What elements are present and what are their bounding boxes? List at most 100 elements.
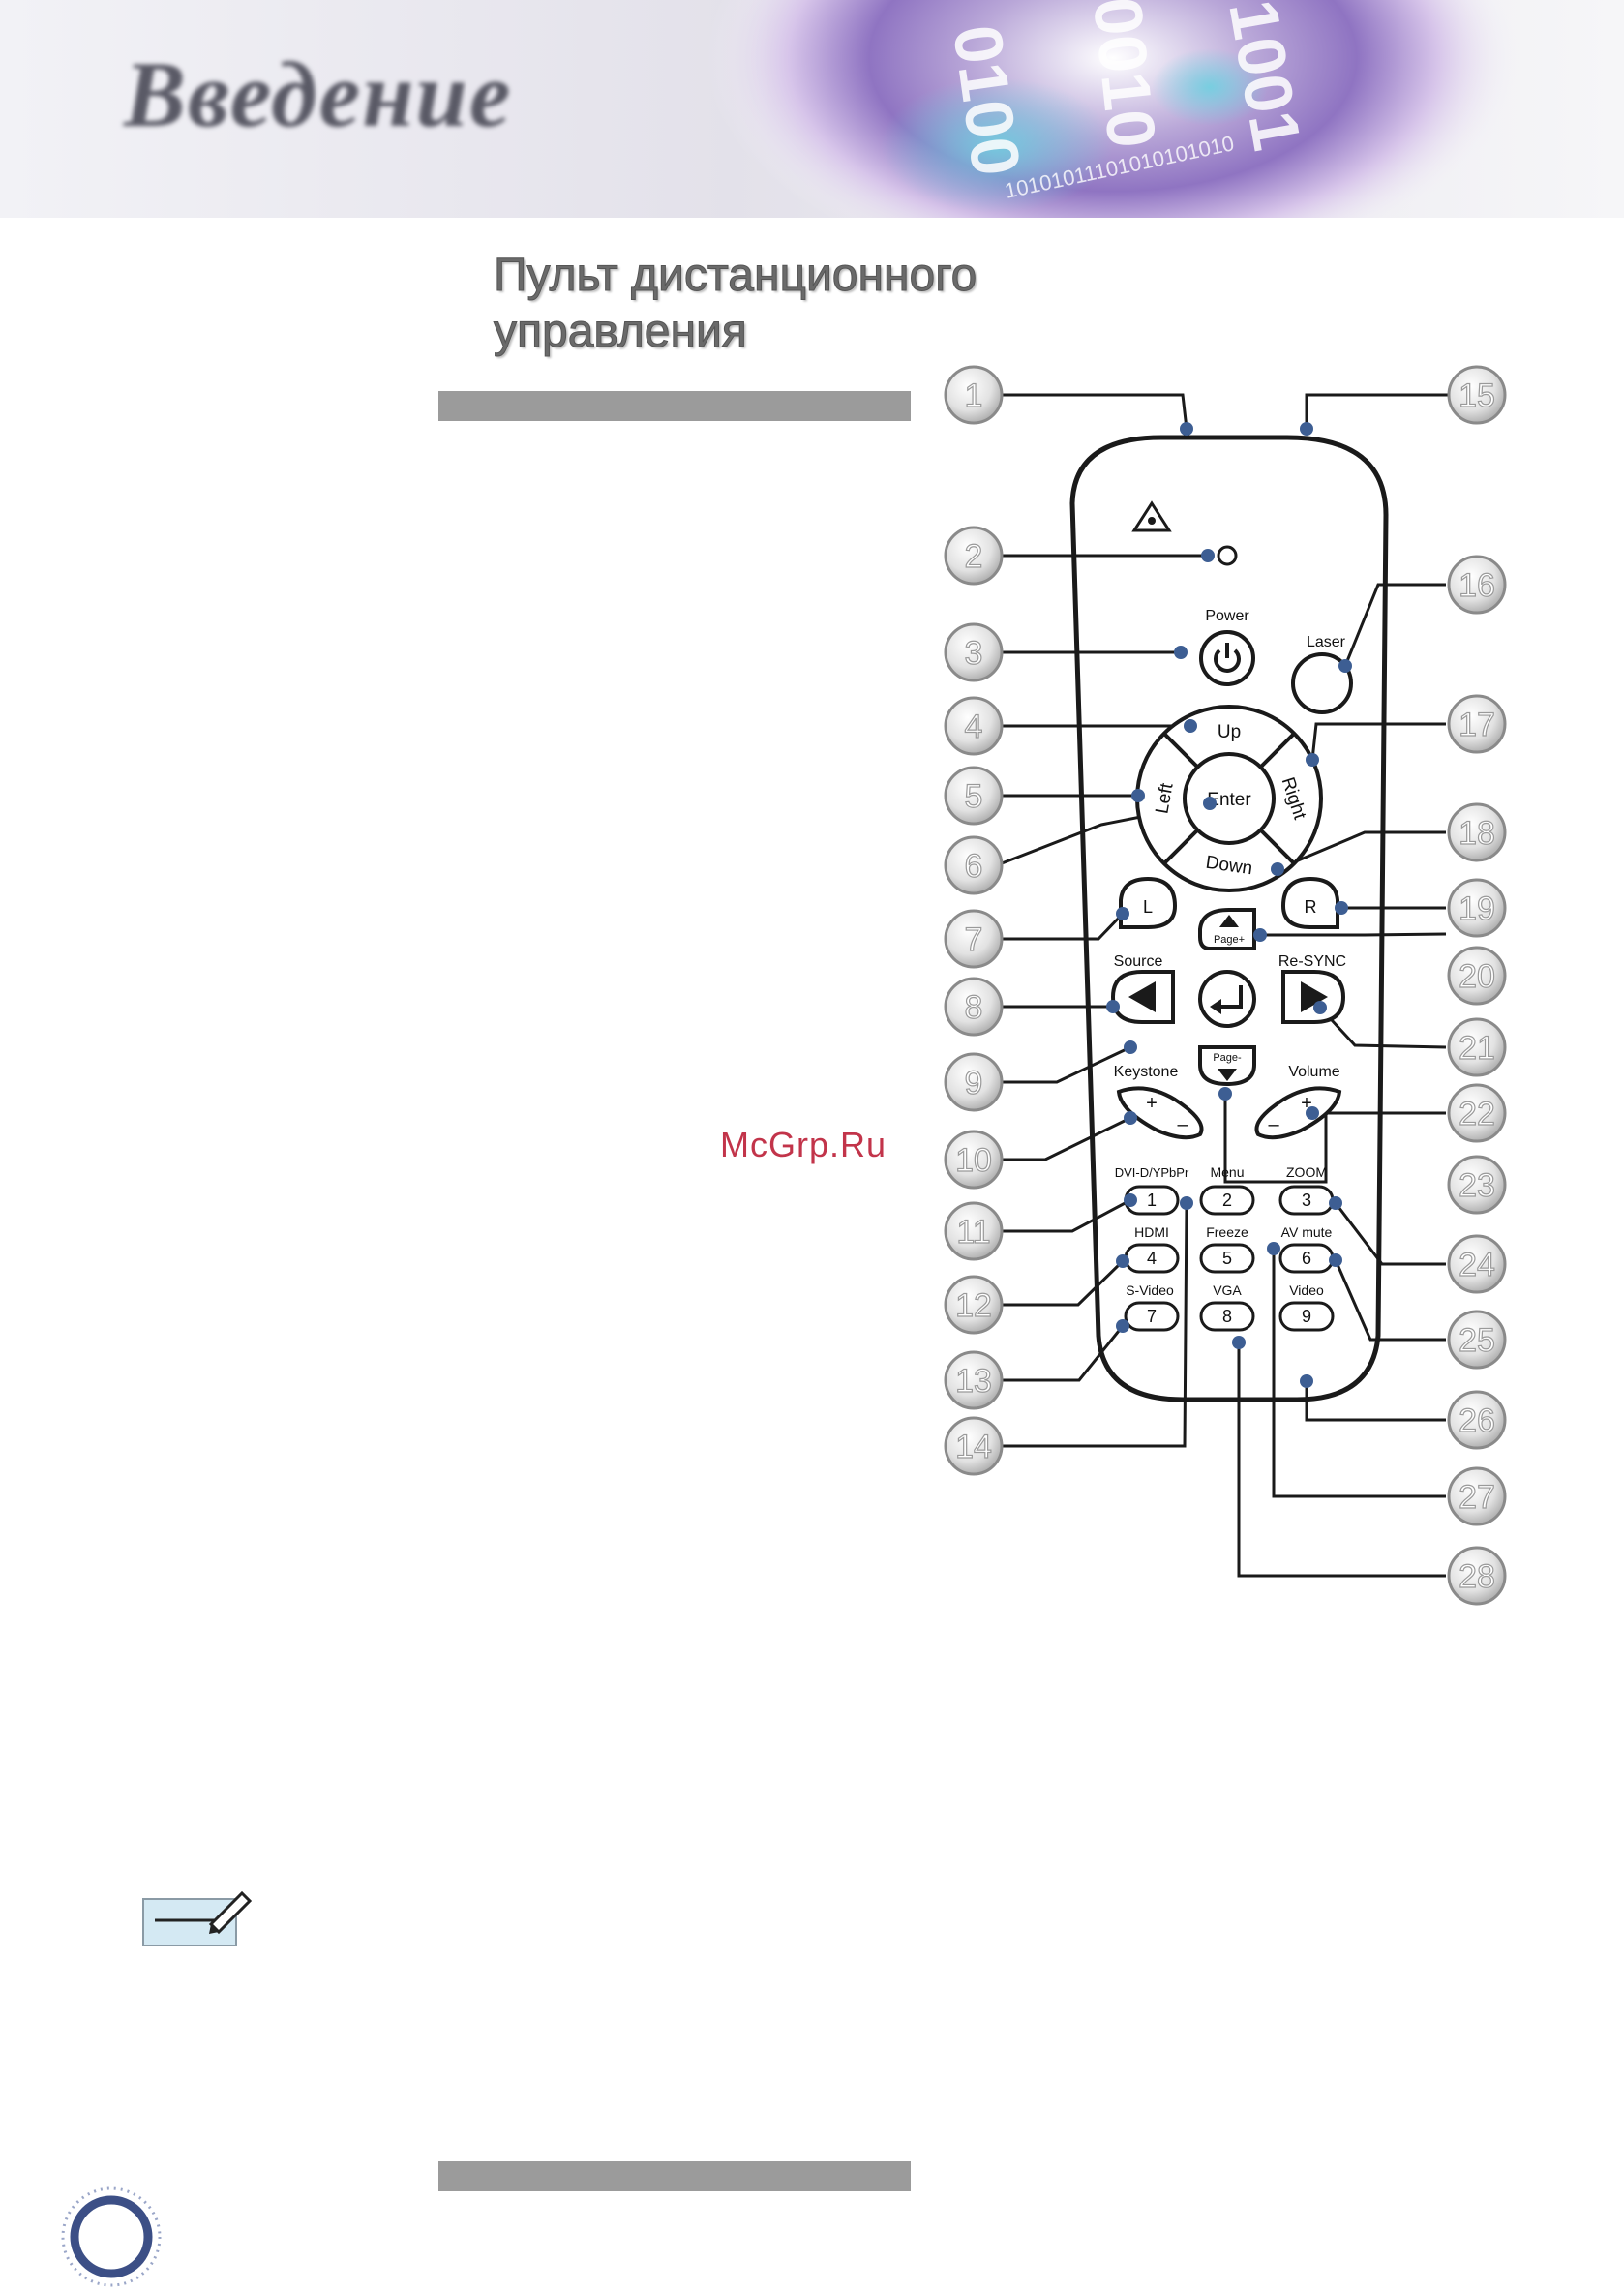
callout-17: 17 bbox=[1447, 694, 1507, 754]
callout-number: 11 bbox=[956, 1214, 990, 1251]
power-label: Power bbox=[1205, 608, 1249, 624]
callout-10: 10 bbox=[944, 1130, 1004, 1190]
number-button-3[interactable]: 3 bbox=[1278, 1185, 1335, 1216]
freeze-label: Freeze bbox=[1206, 1224, 1248, 1240]
banner-art: 0100 0010 1001 10101011101010101010 bbox=[0, 0, 1624, 218]
zoom-label: ZOOM bbox=[1286, 1164, 1327, 1180]
l-label: L bbox=[1143, 897, 1153, 917]
page-up-label: Page+ bbox=[1214, 934, 1245, 946]
callout-3: 3 bbox=[944, 622, 1004, 682]
callout-18: 18 bbox=[1447, 802, 1507, 862]
callout-19: 19 bbox=[1447, 878, 1507, 938]
top-divider-bar bbox=[438, 391, 911, 421]
page-number-circle bbox=[61, 2186, 162, 2287]
callout-number: 5 bbox=[965, 778, 983, 815]
callout-number: 2 bbox=[965, 538, 983, 575]
volume-label: Volume bbox=[1288, 1064, 1339, 1080]
callout-number: 4 bbox=[965, 709, 983, 745]
callout-number: 10 bbox=[955, 1142, 992, 1179]
up-button[interactable]: Up bbox=[1218, 722, 1241, 742]
callout-15: 15 bbox=[1447, 365, 1507, 425]
callout-22: 22 bbox=[1447, 1083, 1507, 1143]
callout-11: 11 bbox=[944, 1201, 1004, 1261]
triangle-right-icon bbox=[1301, 981, 1328, 1012]
svideo-label: S-Video bbox=[1126, 1282, 1174, 1298]
callout-14: 14 bbox=[944, 1416, 1004, 1476]
callout-23: 23 bbox=[1447, 1155, 1507, 1215]
bottom-divider-bar bbox=[438, 2161, 911, 2191]
callout-number: 1 bbox=[965, 377, 983, 414]
callout-4: 4 bbox=[944, 696, 1004, 756]
volume-rocker[interactable] bbox=[1254, 1086, 1342, 1140]
volume-minus[interactable]: – bbox=[1268, 1114, 1279, 1135]
vga-label: VGA bbox=[1213, 1282, 1242, 1298]
callout-dots bbox=[1106, 422, 1352, 1388]
callout-number: 27 bbox=[1459, 1479, 1495, 1516]
callout-9: 9 bbox=[944, 1052, 1004, 1112]
number-button-6[interactable]: 6 bbox=[1278, 1243, 1335, 1274]
number-button-7[interactable]: 7 bbox=[1124, 1301, 1180, 1332]
menu-label: Menu bbox=[1210, 1164, 1244, 1180]
dpad bbox=[1135, 705, 1323, 892]
triangle-left-icon bbox=[1128, 981, 1156, 1012]
callout-number: 25 bbox=[1459, 1322, 1495, 1359]
page-down-label: Page- bbox=[1213, 1052, 1242, 1064]
callout-badges: 1234567891011121314151617181920212223242… bbox=[944, 365, 1507, 1606]
enter-button[interactable] bbox=[1183, 752, 1276, 845]
number-button-2[interactable]: 2 bbox=[1199, 1185, 1255, 1216]
callout-21: 21 bbox=[1447, 1017, 1507, 1077]
resync-button[interactable] bbox=[1281, 970, 1346, 1024]
number-button-4[interactable]: 4 bbox=[1124, 1243, 1180, 1274]
l-button[interactable] bbox=[1119, 876, 1178, 929]
callout-number: 26 bbox=[1459, 1402, 1495, 1439]
page-up-button[interactable] bbox=[1198, 908, 1256, 950]
callout-number: 13 bbox=[955, 1363, 992, 1400]
callout-5: 5 bbox=[944, 766, 1004, 826]
callout-number: 16 bbox=[1459, 567, 1495, 604]
callout-number: 19 bbox=[1459, 890, 1495, 927]
callout-number: 6 bbox=[965, 848, 983, 885]
callout-number: 24 bbox=[1459, 1247, 1495, 1283]
number-button-label: 8 bbox=[1222, 1307, 1232, 1326]
keystone-minus[interactable]: – bbox=[1177, 1114, 1188, 1135]
callout-number: 3 bbox=[965, 635, 983, 672]
page-title: Пульт дистанционного управления bbox=[493, 248, 977, 360]
triangle-up-icon bbox=[1219, 915, 1239, 927]
number-button-8[interactable]: 8 bbox=[1199, 1301, 1255, 1332]
callout-number: 21 bbox=[1459, 1030, 1495, 1067]
callout-6: 6 bbox=[944, 835, 1004, 895]
number-button-label: 7 bbox=[1147, 1307, 1157, 1326]
keystone-plus[interactable]: + bbox=[1146, 1093, 1158, 1114]
callout-7: 7 bbox=[944, 909, 1004, 969]
resync-label: Re-SYNC bbox=[1278, 953, 1346, 970]
callout-number: 20 bbox=[1459, 958, 1495, 995]
callout-number: 14 bbox=[955, 1429, 992, 1465]
r-button[interactable] bbox=[1280, 876, 1339, 929]
laser-warning-center-icon bbox=[1148, 517, 1156, 525]
number-button-5[interactable]: 5 bbox=[1199, 1243, 1255, 1274]
return-arrow-icon bbox=[1216, 985, 1243, 1009]
callout-20: 20 bbox=[1447, 946, 1507, 1006]
callout-1: 1 bbox=[944, 365, 1004, 425]
section-title: Введение bbox=[124, 43, 513, 146]
number-button-9[interactable]: 9 bbox=[1278, 1301, 1335, 1332]
number-button-label: 3 bbox=[1302, 1191, 1311, 1210]
callout-number: 15 bbox=[1459, 377, 1495, 414]
callout-number: 18 bbox=[1459, 815, 1495, 852]
laser-button[interactable] bbox=[1291, 652, 1353, 714]
callout-number: 7 bbox=[965, 921, 983, 958]
binary-digits-2: 0010 bbox=[1079, 0, 1170, 151]
keystone-rocker[interactable] bbox=[1116, 1086, 1204, 1140]
callout-13: 13 bbox=[944, 1350, 1004, 1410]
page-down-button[interactable] bbox=[1198, 1045, 1256, 1087]
callout-12: 12 bbox=[944, 1275, 1004, 1335]
source-button[interactable] bbox=[1110, 970, 1175, 1024]
keystone-label: Keystone bbox=[1114, 1064, 1179, 1080]
power-button[interactable] bbox=[1199, 630, 1255, 686]
callout-28: 28 bbox=[1447, 1546, 1507, 1606]
triangle-down-icon bbox=[1218, 1069, 1237, 1081]
note-icon bbox=[142, 1890, 253, 1946]
return-button[interactable] bbox=[1198, 970, 1256, 1028]
volume-plus[interactable]: + bbox=[1301, 1093, 1312, 1114]
